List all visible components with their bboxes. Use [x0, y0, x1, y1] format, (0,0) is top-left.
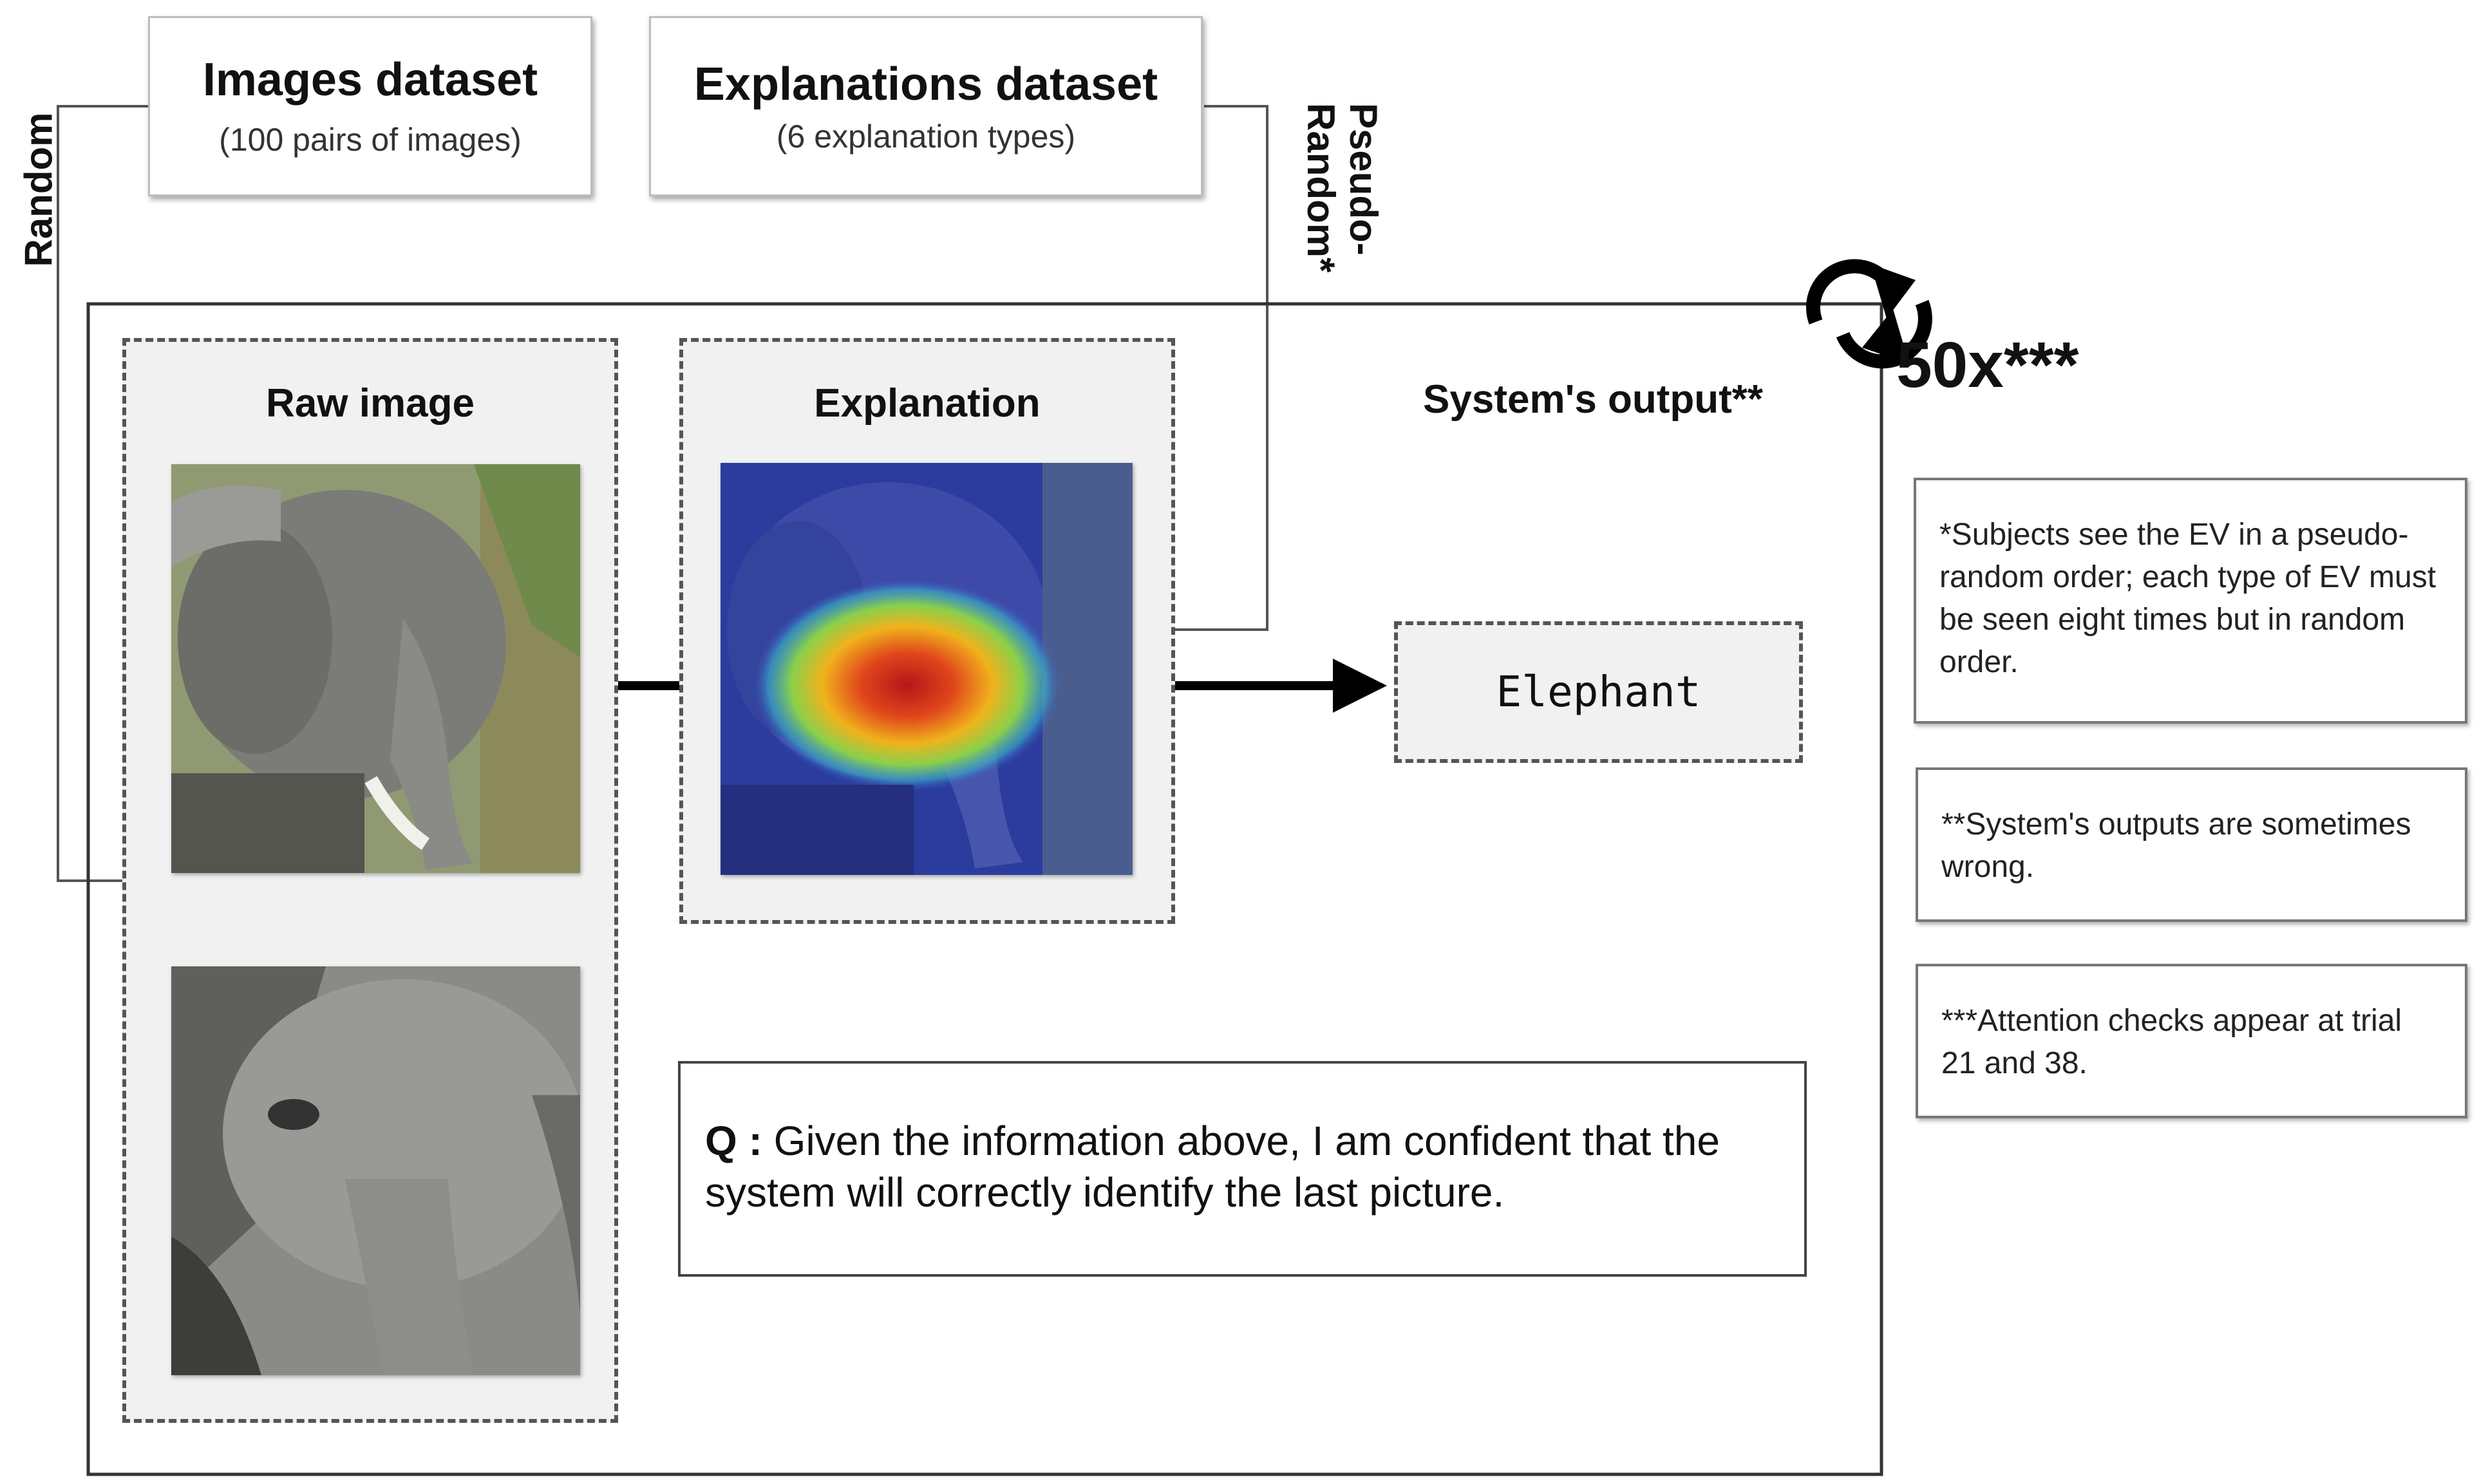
random-connector-line	[57, 105, 148, 882]
explanations-dataset-box: Explanations dataset (6 explanation type…	[649, 16, 1203, 196]
pseudo-random-connector-line	[1173, 105, 1268, 631]
images-dataset-title: Images dataset	[202, 54, 538, 106]
elephant-photo-2	[171, 966, 580, 1375]
question-box: Q : Given the information above, I am co…	[678, 1061, 1807, 1277]
system-output-value: Elephant	[1496, 667, 1701, 717]
elephant-image-2	[171, 966, 580, 1375]
images-dataset-box: Images dataset (100 pairs of images)	[148, 16, 592, 196]
random-label: Random	[17, 112, 61, 267]
heatmap-image	[721, 463, 1133, 875]
system-output-box: Elephant	[1394, 621, 1803, 763]
images-dataset-subtitle: (100 pairs of images)	[219, 122, 522, 158]
pseudo-random-label-line1: Pseudo-	[1342, 103, 1385, 256]
pseudo-random-label-line2: Random*	[1299, 103, 1343, 273]
elephant-photo-1	[171, 464, 580, 873]
elephant-image-1	[171, 464, 580, 873]
note-system-outputs: **System's outputs are sometimes wrong.	[1916, 767, 2467, 922]
raw-image-panel: Raw image	[122, 338, 618, 1423]
trial-frame	[86, 302, 1883, 1476]
repeat-cycle-icon	[1805, 259, 1932, 369]
repeat-count-label: 50x***	[1896, 329, 2079, 401]
question-prefix: Q :	[705, 1118, 762, 1164]
explanation-heatmap-photo	[721, 463, 1133, 875]
system-output-title: System's output**	[1423, 377, 1764, 422]
question-text-block: Q : Given the information above, I am co…	[705, 1115, 1780, 1218]
note-attention-checks: ***Attention checks appear at trial 21 a…	[1916, 964, 2467, 1118]
explanations-dataset-subtitle: (6 explanation types)	[776, 118, 1076, 155]
question-text: Given the information above, I am confid…	[705, 1118, 1720, 1216]
explanation-panel: Explanation	[679, 338, 1175, 924]
raw-image-title: Raw image	[266, 381, 475, 426]
note-pseudo-random: *Subjects see the EV in a pseudo-random …	[1914, 478, 2467, 724]
pseudo-random-label: Pseudo- Random*	[1288, 103, 1385, 393]
explanations-dataset-title: Explanations dataset	[693, 59, 1158, 110]
explanation-title: Explanation	[814, 381, 1041, 426]
